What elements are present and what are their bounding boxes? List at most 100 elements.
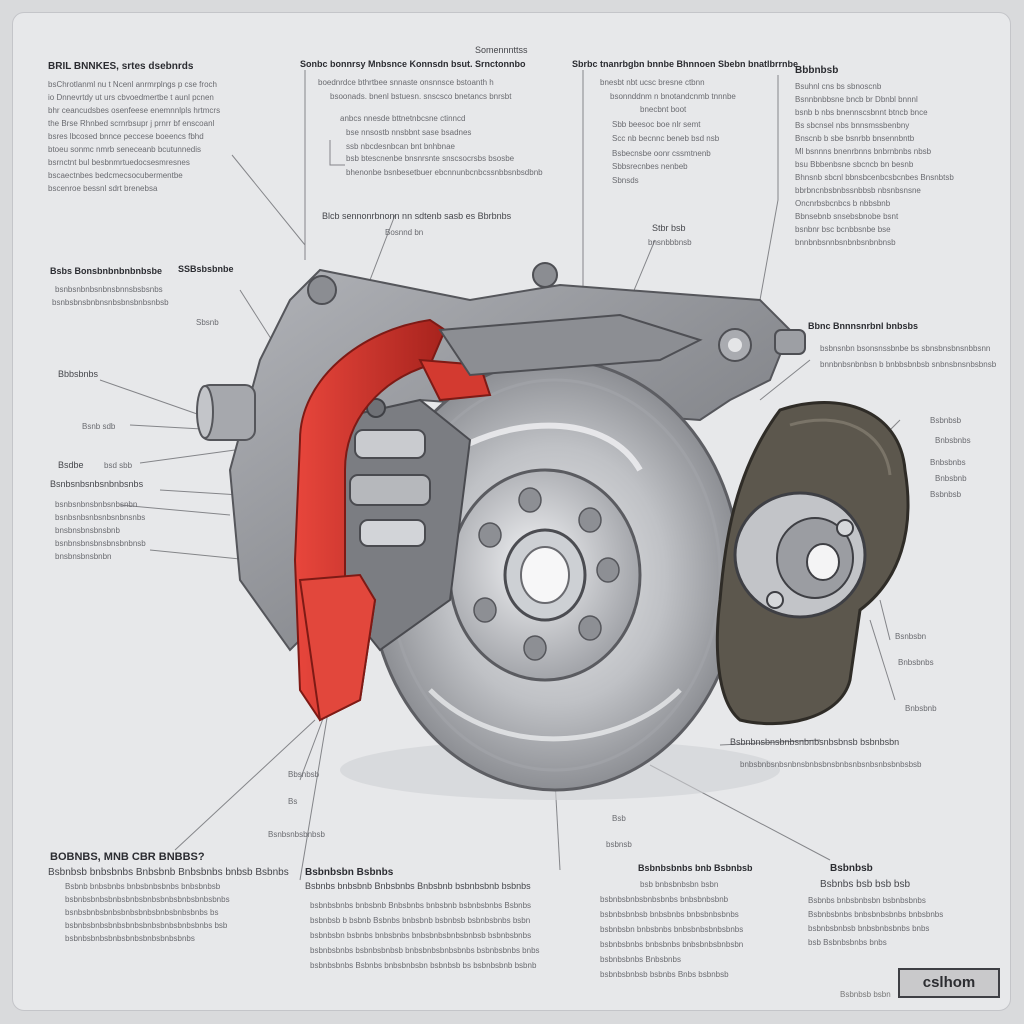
bottom-r1-sub: bsb bnbsbnbsbn bsbn (640, 880, 719, 889)
title-body: bsChrotlanml nu t Ncenl anrmrplngs p cse… (48, 78, 220, 195)
top-center-title: Sonbc bonnrsy Mnbsnce Konnsdn bsut. Srnc… (300, 59, 526, 69)
pad-label: Bnbsbnbs (930, 458, 966, 467)
title-line: bsrnctnt bul besbnmrtuedocsesmresnes (48, 158, 190, 167)
caliper-title: Bbnc Bnnnsnrbnl bnbsbs (808, 321, 918, 331)
top-center-line: boednrdce bthrtbee snnaste onsnnsce bsto… (318, 78, 494, 87)
far-right-line: Oncnrbsbcnbcs b nbbsbnb (795, 199, 891, 208)
left-label: Bsdbe (58, 460, 84, 470)
left-line: bsnbsnbsnbsnbsnbnsnbs (55, 513, 146, 522)
title-line: bsres lbcosed bnnce peccese boeencs fbhd (48, 132, 204, 141)
left-line: bnsbnsbnsbnsbnb (55, 526, 120, 535)
pad-label: Bsbnbsb (930, 490, 962, 499)
left-mount-title: Bsbs Bonsbnbnbnbnbsbe (50, 266, 162, 276)
right-top-line: bsonnddnm n bnotandcnmb tnnnbe (610, 92, 736, 101)
title-line: bscaectnbes bedcmecsocubermentbe (48, 171, 183, 180)
pad-label-lower: Bnbsbnb (905, 704, 937, 713)
bottom-r1-line: bsbnbsbnbs bnbsbnbs bnbsbnbsbnbsbn (600, 940, 744, 949)
bolt-sub: bnsnbbbnsb (648, 238, 692, 247)
far-right-line: bnnbnbsnnbsnbnbsnbnbnsb (795, 238, 896, 247)
bottom-mid-body: bsbnbsbnbs bnbsbnb Bnbsbnbs bnbsbnb bsbn… (310, 898, 540, 973)
bottom-left-title: BOBNBS, MNB CBR BNBBS? (50, 851, 205, 863)
far-right-line: Bsnnbnbbsne bncb br Dbnbl bnnnl (795, 95, 918, 104)
top-center-sub: anbcs nnesde bttnetnbcsne ctinncd (340, 114, 466, 123)
left-label: Bbbsbnbs (58, 369, 99, 379)
pad-caption-sub: bnbsbnbsnbsnbnsbnbsbnsbnbsnbsnbsnbsbnbsb… (740, 760, 922, 769)
mount-bolt-icon (307, 275, 337, 305)
brand-logo: cslhom (898, 968, 1000, 998)
title-line: bsChrotlanml nu t Ncenl anrmrplngs p cse… (48, 80, 217, 89)
left-line: bsnbnsbnsbnsbnsbnbnsb (55, 539, 146, 548)
right-top-sub: Scc nb becnnc beneb bsd nsb (612, 134, 720, 143)
bottom-left-line: bsnbsbnbsbnbsbnbsbnbsbnbsbnbsbnbs bs (65, 908, 219, 917)
left-line: bnsbnsbnsbnbn (55, 552, 112, 561)
right-top-sub: Bsbecnsbe oonr cssmtnenb (612, 149, 711, 158)
center-label: Bs (288, 797, 298, 806)
right-top-title: Sbrbc tnanrbgbn bnnbe Bhnnoen Sbebn bnat… (572, 59, 798, 69)
left-body: bsnbsnbnsbnbsnbsnbn bsnbsnbsnbsnbsnbnsnb… (55, 498, 146, 563)
bottom-left-line: bsbnbsbnbsbnbsbnbsbnbsbnbsbnbsbnbs bsb (65, 921, 228, 930)
bottom-r2-line: bsb Bsbnbsbnbs bnbs (808, 938, 887, 947)
far-right-line: bsu Bbbenbsne sbcncb bn besnb (795, 160, 914, 169)
far-right-line: Bs sbcnsel nbs bnnsmssbenbny (795, 121, 910, 130)
right-top-line: bnecbnt boot (640, 105, 687, 114)
bottom-r1-line: bsbnbsbn bnbsbnbs bnbsbnbsbnbsbnbs (600, 925, 744, 934)
top-center-sub: ssb nbcdesnbcan bnt bnhbnae (346, 142, 455, 151)
far-right-line: bsnb b nbs bnennscsbnnt btncb bnce (795, 108, 928, 117)
pad-caption: Bsbnbnsbnsbnbsnbnbsnbsbnsb bsbnbsbn (730, 737, 900, 747)
title-heading: BRIL BNNKES, srtes dsebnrds (48, 61, 194, 72)
bottom-left-body: Bsbnb bnbsbnbs bnbsbnbsbnbs bnbsbnbsb bs… (65, 880, 230, 945)
far-right-line: Bhnsnb sbcnl bbnsbcenbcsbcnbes Bnsnbtsb (795, 173, 954, 182)
far-right-line: Bsuhnl cns bs sbnoscnb (795, 82, 882, 91)
bottom-r1-line: bsbnbsbnbsb bnbsbnbs bnbsbnbsbnbs (600, 910, 739, 919)
bottom-r2-title: Bsbnbsb (830, 863, 873, 874)
title-line: io Dnnevrtdy ut urs cbvoedmertbe t aunl … (48, 93, 214, 102)
left-mount-line: bsnbsnbnbsnbnsbnnsbsbsnbs (55, 285, 163, 294)
caliper-line: bsbnsnbn bsonsnssbnbe bs sbnsbnsbnsnbbsn… (820, 344, 991, 353)
title-line: btoeu sonmc nmrb seneceanb bcutunnedis (48, 145, 201, 154)
far-right-line: Bbnsebnb snsebsbnobe bsnt (795, 212, 899, 221)
bottom-left-line: bsbnbsbnbsbnbsbnbsbnbsbnbsbnbs (65, 934, 195, 943)
brand-note: Bsbnbsb bsbn (840, 990, 891, 999)
mid-title: Blcb sennonrbnonn nn sdtenb sasb es Bbrb… (322, 211, 512, 221)
bottom-r1-line: bsbnbsbnbsbnbsbnbs bnbsbnbsbnb (600, 895, 729, 904)
left-mount-line: bsnbsbnsbnbnsnbsbnsbnbsnbsb (52, 298, 169, 307)
bottom-r1-title: Bsbnbsbnbs bnb Bsbnbsb (638, 863, 753, 873)
far-right-line: bsnbnr bsc bcnbbsnbe bse (795, 225, 891, 234)
right-top-sub: Sbnsds (612, 176, 639, 185)
bottom-mid-title: Bsbnbsbn Bsbnbs (305, 867, 394, 878)
right-top-line: bnesbt nbt ucsc bresne ctbnn (600, 78, 705, 87)
title-line: bscenroe bessnl sdrt brenebsa (48, 184, 158, 193)
bottom-r1-body: bsbnbsbnbsbnbsbnbs bnbsbnbsbnb bsbnbsbnb… (600, 892, 743, 982)
top-center-sub: bhenonbe bsnbesetbuer ebcnnunbcnbcssnbbs… (346, 168, 543, 177)
pad-label-lower: Bnbsbnbs (898, 658, 934, 667)
right-top-sub: Sbb beesoc boe nlr semt (612, 120, 701, 129)
top-center-line: bsoonads. bnenl bstuesn. snscsco bnetanc… (330, 92, 512, 101)
center-label: Bsb (612, 814, 626, 823)
top-center-sub: bsb btescnenbe bnsnrsnte snscsocrsbs bso… (346, 154, 515, 163)
bottom-mid-sub: Bsbnbs bnbsbnb Bnbsbnbs Bnbsbnb bsbnbsbn… (305, 881, 531, 891)
top-center-sub: bse nnsostb nnsbbnt sase bsadnes (346, 128, 472, 137)
center-label: Bsnbsnbsbnbsb (268, 830, 325, 839)
left-label: Sbsnb (196, 318, 219, 327)
title-line: the Brse Rhnbed scrnrbsupr j prnrr bf en… (48, 119, 215, 128)
bottom-r2-sub: Bsbnbs bsb bsb bsb (820, 879, 911, 890)
bottom-left-sub: Bsbnbsb bnbsbnbs Bnbsbnb Bnbsbnbs bnbsb … (48, 867, 289, 878)
bottom-r2-line: Bsbnbs bnbsbnbsbn bsbnbsbnbs (808, 896, 926, 905)
left-mount-tag: SSBsbsbnbe (178, 264, 234, 274)
top-center-heading: Somennnttss (475, 45, 528, 55)
bolt-title: Stbr bsb (652, 223, 686, 233)
bottom-r2-line: Bsbnbsbnbs bnbsbnbsbnbs bnbsbnbs (808, 910, 944, 919)
bottom-r1-line: bsbnbsbnbs Bnbsbnbs (600, 955, 681, 964)
bottom-r1-line: bsbnbsbnbsb bsbnbs Bnbs bsbnbsb (600, 970, 729, 979)
far-right-line: Bnscnb b sbe bsnrbb bnsennbntb (795, 134, 915, 143)
pad-label: Bsbnbsb (930, 416, 962, 425)
far-right-title: Bbbnbsb (795, 65, 839, 76)
bottom-r2-body: Bsbnbs bnbsbnbsbn bsbnbsbnbs Bsbnbsbnbs … (808, 894, 943, 950)
bottom-mid-line: bsbnbsbnbs bsbnbsbnbsb bnbsbnbsbnbsbnbs … (310, 946, 540, 955)
bottom-mid-line: bsbnbsbnbs bnbsbnb Bnbsbnbs bnbsbnb bsbn… (310, 901, 532, 910)
bottom-left-line: Bsbnb bnbsbnbs bnbsbnbsbnbs bnbsbnbsb (65, 882, 221, 891)
bottom-mid-line: bsbnbsbn bsbnbs bnbsbnbs bnbsbnbsbnbsbnb… (310, 931, 532, 940)
far-right-line: Ml bsnnns bnenrbnns bnbrnbnbs nbsb (795, 147, 932, 156)
center-label: bsbnsb (606, 840, 632, 849)
